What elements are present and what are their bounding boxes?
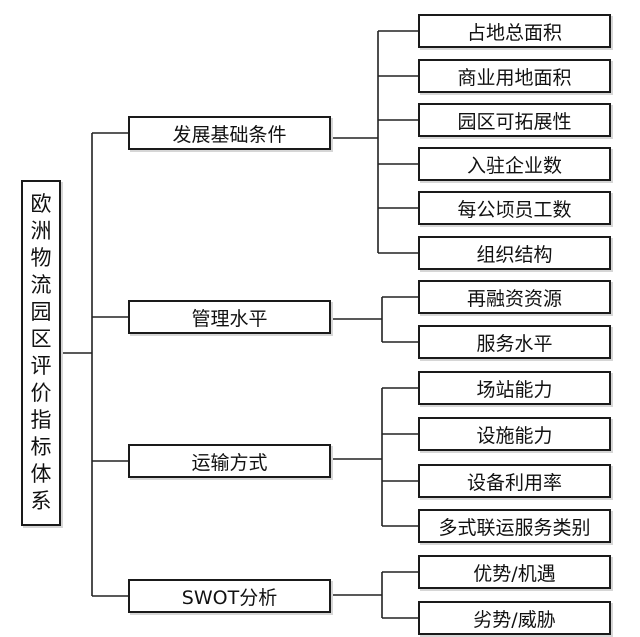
leaf-node: 场站能力 bbox=[418, 371, 611, 405]
root-label-char: 标 bbox=[30, 435, 52, 459]
category-node-management: 管理水平 bbox=[128, 300, 331, 334]
root-label-char: 价 bbox=[30, 381, 52, 405]
leaf-node: 组织结构 bbox=[418, 236, 611, 270]
leaf-node: 每公顷员工数 bbox=[418, 191, 611, 225]
root-label-char: 区 bbox=[30, 327, 52, 351]
leaf-node: 劣势/威胁 bbox=[418, 601, 611, 635]
leaf-node: 优势/机遇 bbox=[418, 555, 611, 589]
root-label-char: 欧 bbox=[30, 192, 52, 216]
leaf-node: 服务水平 bbox=[418, 325, 611, 359]
root-label-char: 园 bbox=[30, 300, 52, 324]
leaf-node: 再融资资源 bbox=[418, 280, 611, 314]
root-label-char: 评 bbox=[30, 354, 52, 378]
root-label-char: 流 bbox=[30, 273, 52, 297]
category-node-transport: 运输方式 bbox=[128, 444, 331, 478]
leaf-node: 设备利用率 bbox=[418, 464, 611, 498]
leaf-node: 入驻企业数 bbox=[418, 147, 611, 181]
leaf-node: 设施能力 bbox=[418, 417, 611, 451]
root-label-char: 物 bbox=[30, 246, 52, 270]
leaf-node: 占地总面积 bbox=[418, 14, 611, 48]
category-node-development: 发展基础条件 bbox=[128, 116, 331, 150]
leaf-node: 商业用地面积 bbox=[418, 59, 611, 93]
root-node: 欧洲物流园区评价指标体系 bbox=[21, 180, 61, 526]
root-label-char: 指 bbox=[30, 408, 52, 432]
root-label-char: 系 bbox=[30, 489, 52, 513]
leaf-node: 园区可拓展性 bbox=[418, 103, 611, 137]
root-label-char: 洲 bbox=[30, 219, 52, 243]
category-node-swot: SWOT分析 bbox=[128, 579, 331, 613]
root-label-char: 体 bbox=[30, 462, 52, 486]
leaf-node: 多式联运服务类别 bbox=[418, 509, 611, 543]
